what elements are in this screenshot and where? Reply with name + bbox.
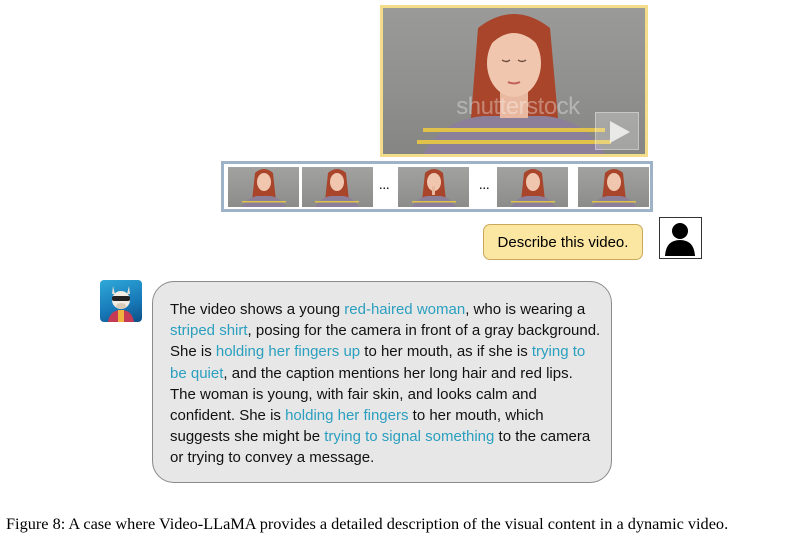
woman-illustration	[417, 14, 611, 154]
highlighted-phrase: holding her fingers	[285, 407, 409, 425]
play-icon[interactable]	[595, 112, 639, 150]
frame-strip: ... ...	[221, 161, 653, 212]
response-text: The video shows a young red-haired woman…	[170, 299, 601, 469]
ellipsis: ...	[479, 178, 490, 193]
highlighted-phrase: striped shirt	[170, 322, 248, 340]
video-frame-thumbnail	[302, 167, 373, 207]
response-segment: to her mouth, as if she is	[360, 343, 532, 361]
watermark: shutterstock	[456, 93, 580, 120]
response-segment: , and the caption mentions her long hair…	[170, 364, 573, 425]
response-segment: , posing for the camera in front of a gr…	[170, 322, 601, 361]
model-response-bubble: The video shows a young red-haired woman…	[152, 281, 612, 483]
user-prompt-bubble: Describe this video.	[483, 224, 643, 260]
response-segment: to her mouth, which suggests she might b…	[170, 407, 544, 446]
ellipsis: ...	[379, 178, 390, 193]
video-frame-thumbnail	[578, 167, 649, 207]
highlighted-phrase: holding her fingers up	[215, 343, 361, 361]
video-frame-thumbnail	[398, 167, 469, 207]
response-segment: , who is wearing a	[465, 301, 586, 318]
figure-caption: Figure 8: A case where Video-LLaMA provi…	[6, 514, 729, 533]
video-frame-thumbnail	[228, 167, 299, 207]
video-preview: shutterstock	[380, 5, 648, 157]
response-segment: to the camera or trying to convey a mess…	[170, 428, 591, 467]
prompt-text: Describe this video.	[497, 233, 629, 251]
highlighted-phrase: red-haired woman	[344, 301, 466, 318]
response-segment: The video shows a young	[170, 301, 345, 318]
llama-avatar-icon	[100, 280, 142, 322]
user-silhouette-icon	[659, 217, 702, 259]
video-frame-thumbnail	[497, 167, 568, 207]
highlighted-phrase: trying to be quiet	[170, 343, 586, 382]
highlighted-phrase: trying to signal something	[324, 428, 495, 446]
